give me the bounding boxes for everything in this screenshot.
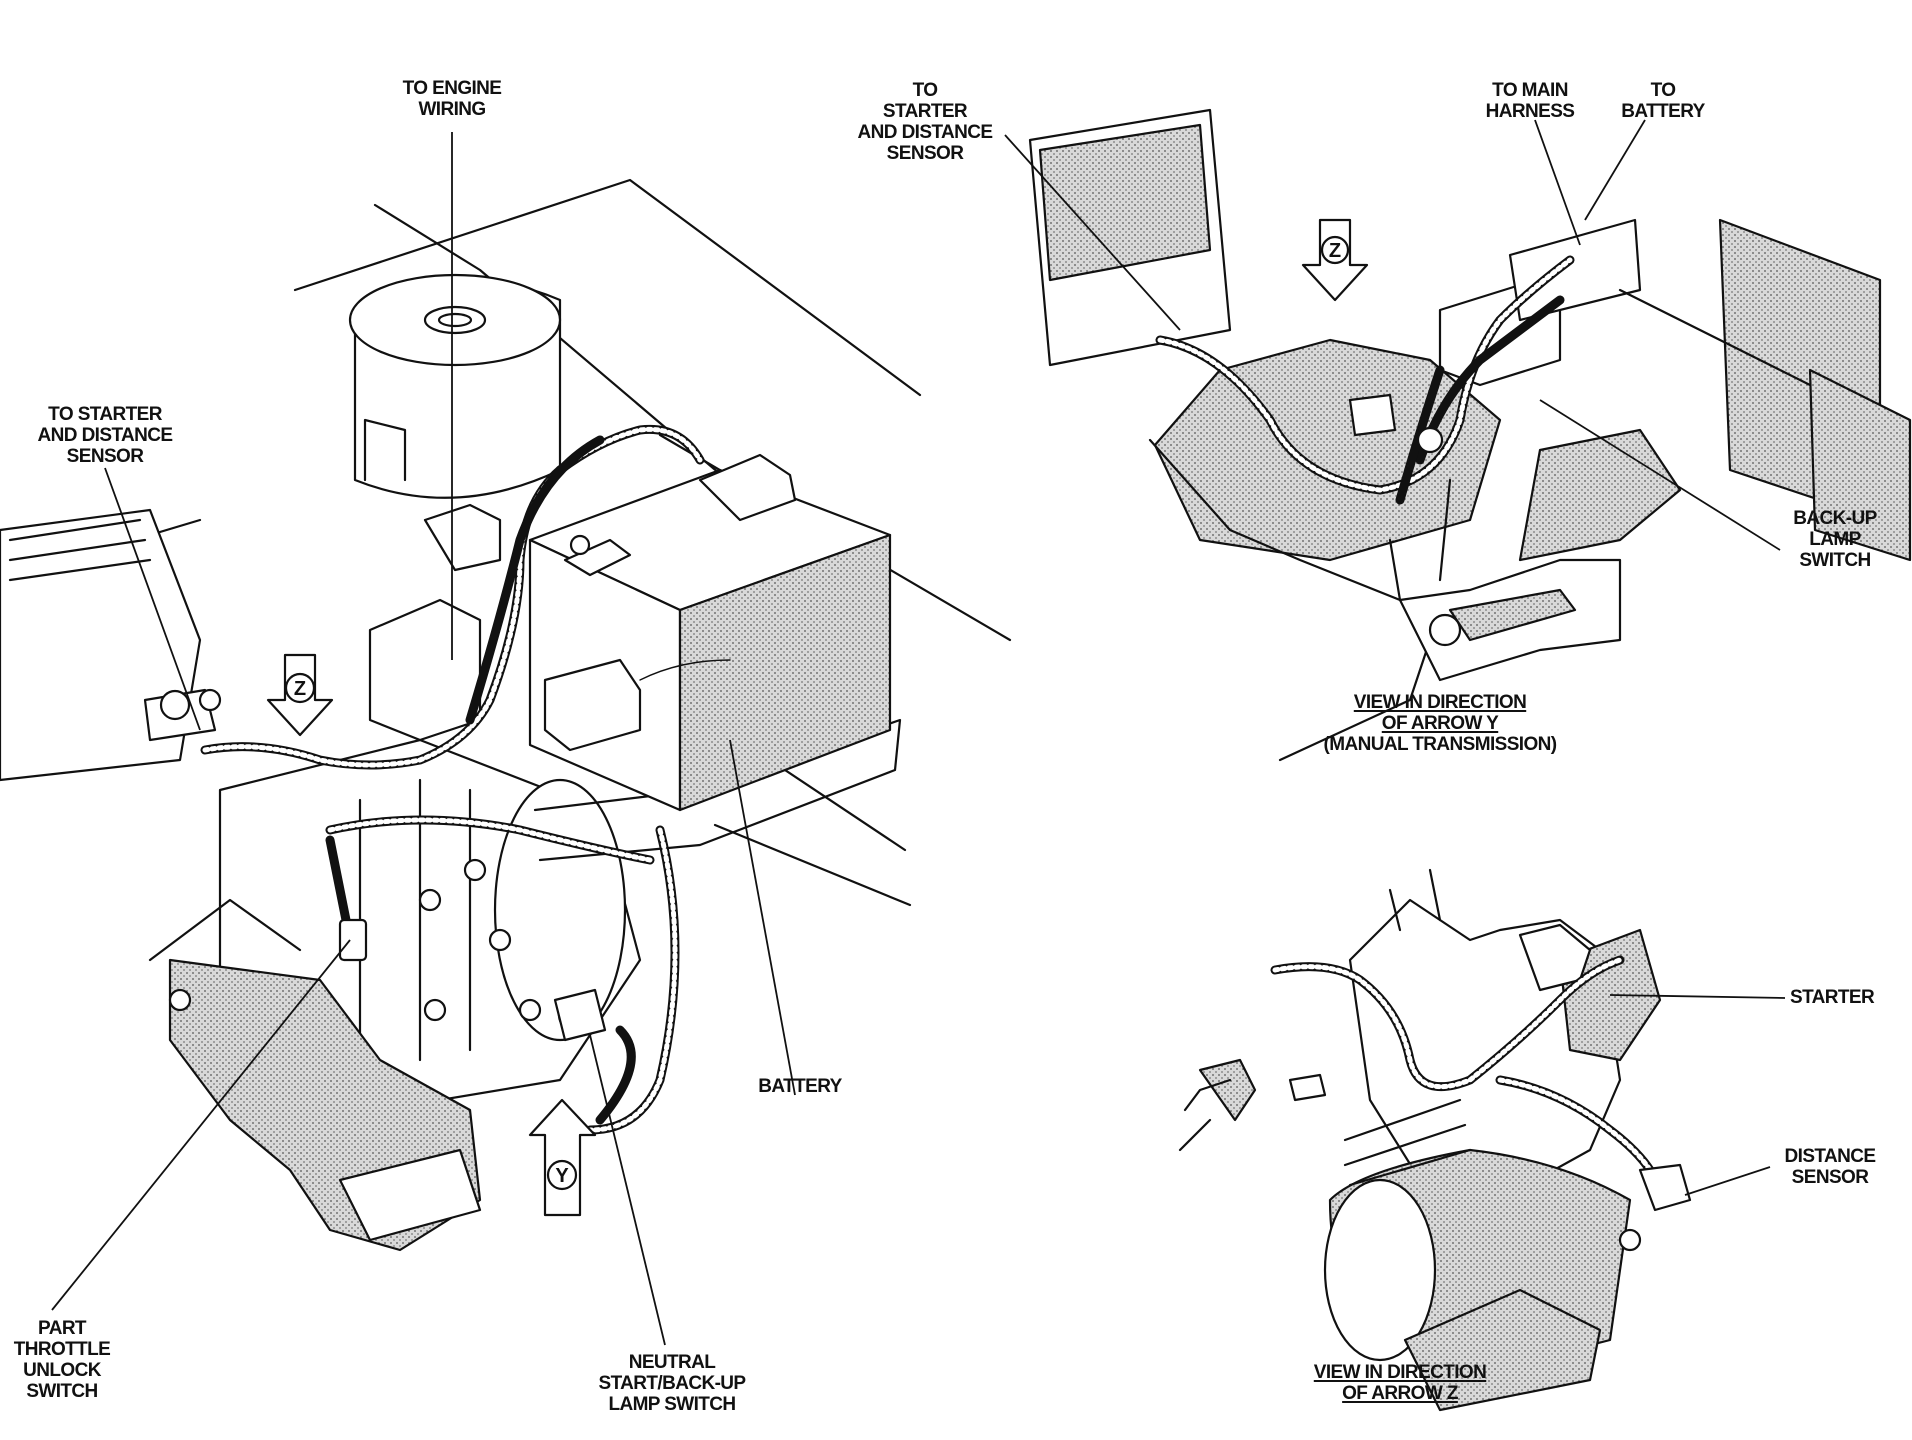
label-starter: STARTER bbox=[1790, 987, 1875, 1008]
label-battery: BATTERY bbox=[758, 1076, 842, 1097]
label-to-battery: TO BATTERY bbox=[1621, 80, 1705, 122]
arrow-z-main: Z bbox=[266, 653, 334, 737]
label-part-throttle-switch: PART THROTTLE UNLOCK SWITCH bbox=[13, 1318, 111, 1402]
label-distance-sensor: DISTANCE SENSOR bbox=[1784, 1146, 1877, 1188]
caption-view-z: VIEW IN DIRECTION OF ARROW Z bbox=[1313, 1362, 1487, 1404]
main-engine-view: Z Y bbox=[0, 132, 1012, 1346]
arrow-y-main: Y bbox=[528, 1098, 597, 1217]
caption-view-y: VIEW IN DIRECTION OF ARROW Y (MANUAL TRA… bbox=[1323, 692, 1558, 755]
label-neutral-start-switch: NEUTRAL START/BACK-UP LAMP SWITCH bbox=[598, 1352, 746, 1415]
label-to-main-harness: TO MAIN HARNESS bbox=[1485, 80, 1575, 122]
air-cleaner bbox=[348, 273, 562, 499]
mount-bracket bbox=[148, 898, 482, 1252]
arrow-y-main-text: Y bbox=[555, 1165, 569, 1187]
inset-view-y: Z bbox=[1004, 108, 1912, 762]
arrow-z-main-text: Z bbox=[294, 678, 306, 700]
label-to-engine-wiring: TO ENGINE WIRING bbox=[402, 78, 502, 120]
switches-main bbox=[338, 918, 607, 1042]
label-to-starter-left: TO STARTER AND DISTANCE SENSOR bbox=[37, 404, 174, 467]
leader-lines-main bbox=[51, 132, 796, 1346]
engine-block-left bbox=[0, 508, 222, 782]
inset-view-z bbox=[1178, 868, 1786, 1412]
label-to-starter-right: TO STARTER AND DISTANCE SENSOR bbox=[857, 80, 994, 164]
arrow-z-inset-text: Z bbox=[1329, 240, 1341, 262]
arrow-z-inset: Z bbox=[1301, 218, 1369, 302]
label-backup-lamp-switch: BACK-UP LAMP SWITCH bbox=[1793, 508, 1877, 571]
